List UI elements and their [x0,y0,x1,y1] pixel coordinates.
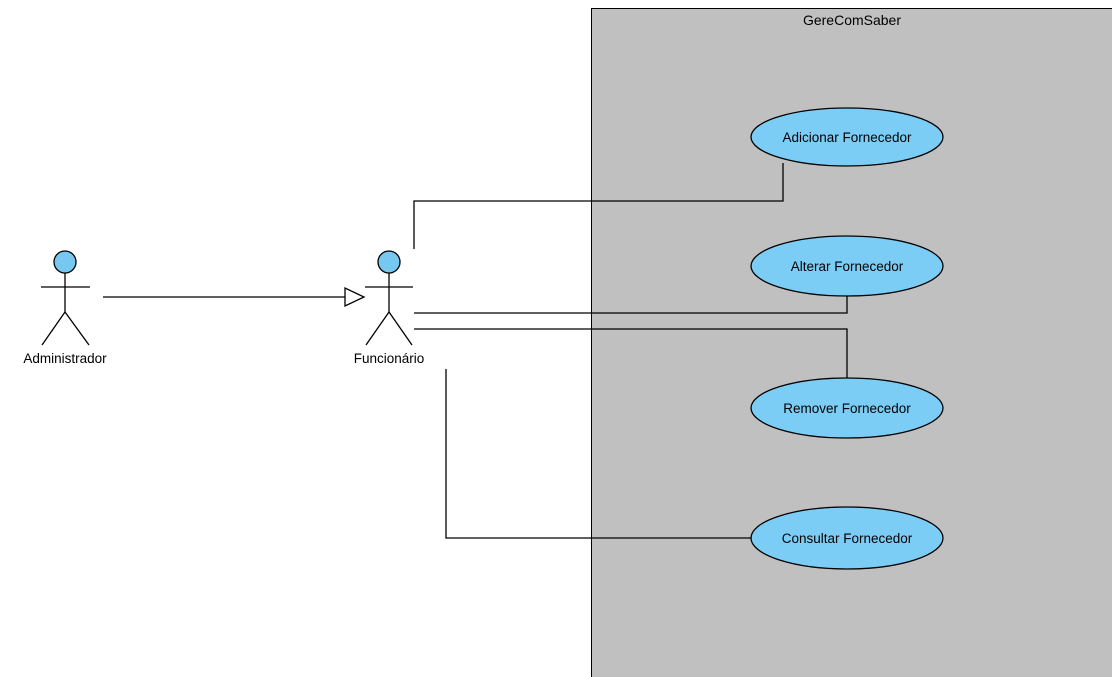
use-case-label: Alterar Fornecedor [791,259,904,274]
system-title: GereComSaber [803,12,901,28]
use-case-consultar-fornecedor[interactable]: Consultar Fornecedor [750,506,944,570]
actor-head [377,250,401,274]
use-case-remover-fornecedor[interactable]: Remover Fornecedor [750,377,944,439]
generalization-arrow[interactable] [103,286,366,308]
use-case-label: Remover Fornecedor [783,401,911,416]
association-edit[interactable] [414,296,848,314]
actor-label-funcionario: Funcionário [354,351,425,366]
use-case-label: Adicionar Fornecedor [782,130,912,145]
use-case-alterar-fornecedor[interactable]: Alterar Fornecedor [750,235,944,297]
association-remove[interactable] [414,328,848,379]
association-query[interactable] [445,369,751,539]
actor-administrador[interactable]: Administrador [23,250,107,366]
actor-label-administrador: Administrador [23,351,107,366]
actor-head [53,250,77,274]
actor-funcionario[interactable]: Funcionário [354,250,425,366]
association-add[interactable] [413,163,784,249]
use-case-adicionar-fornecedor[interactable]: Adicionar Fornecedor [750,107,944,167]
use-case-label: Consultar Fornecedor [782,531,913,546]
